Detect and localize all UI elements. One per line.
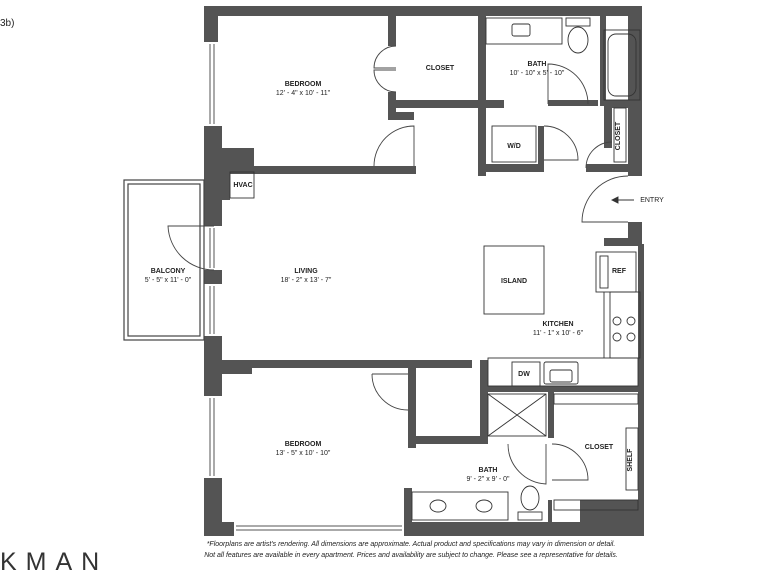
bath-top-label: BATH xyxy=(528,61,547,68)
bedroom-top-dims: 12' - 4" x 10' - 11" xyxy=(276,90,331,97)
brand-logo-text: KMAN xyxy=(0,548,109,576)
disclaimer-line-2: Not all features are available in every … xyxy=(204,552,618,559)
island-label: ISLAND xyxy=(501,278,527,285)
closet-right-label: CLOSET xyxy=(615,121,622,150)
kitchen-dims: 11' - 1" x 10' - 6" xyxy=(533,330,584,337)
windows xyxy=(209,44,402,531)
shelf-label: SHELF xyxy=(627,448,634,472)
dw-label: DW xyxy=(518,371,530,378)
balcony-label: BALCONY xyxy=(151,268,186,275)
living-label: LIVING xyxy=(294,268,318,275)
disclaimer-line-1: *Floorplans are artist's rendering. All … xyxy=(206,541,616,548)
disclaimer: *Floorplans are artist's rendering. All … xyxy=(176,539,646,561)
bedroom-bottom-dims: 13' - 5" x 10' - 10" xyxy=(276,450,331,457)
bedroom-top-label: BEDROOM xyxy=(285,81,322,88)
wd-label: W/D xyxy=(507,143,521,150)
walls xyxy=(204,6,644,536)
bath-top-dims: 10' - 10" x 5' - 10" xyxy=(510,70,565,77)
entry-label: ENTRY xyxy=(640,197,664,204)
balcony-rail xyxy=(123,179,205,341)
hvac-label: HVAC xyxy=(233,182,252,189)
closet-top-label: CLOSET xyxy=(426,65,455,72)
kitchen-label: KITCHEN xyxy=(542,321,573,328)
room-labels: BEDROOM 12' - 4" x 10' - 11" CLOSET BATH… xyxy=(145,61,664,483)
entry-arrow xyxy=(610,196,634,204)
living-dims: 18' - 2" x 13' - 7" xyxy=(281,277,332,284)
bath-bottom-dims: 9' - 2" x 9' - 0" xyxy=(466,476,510,483)
closet-bottom-label: CLOSET xyxy=(585,444,614,451)
balcony-dims: 5' - 5" x 11' - 0" xyxy=(145,277,192,284)
doors xyxy=(167,45,629,485)
unit-tag: 3b) xyxy=(0,18,15,29)
bath-bottom-label: BATH xyxy=(479,467,498,474)
bedroom-bottom-label: BEDROOM xyxy=(285,441,322,448)
ref-label: REF xyxy=(612,268,627,275)
fixtures xyxy=(229,17,641,521)
